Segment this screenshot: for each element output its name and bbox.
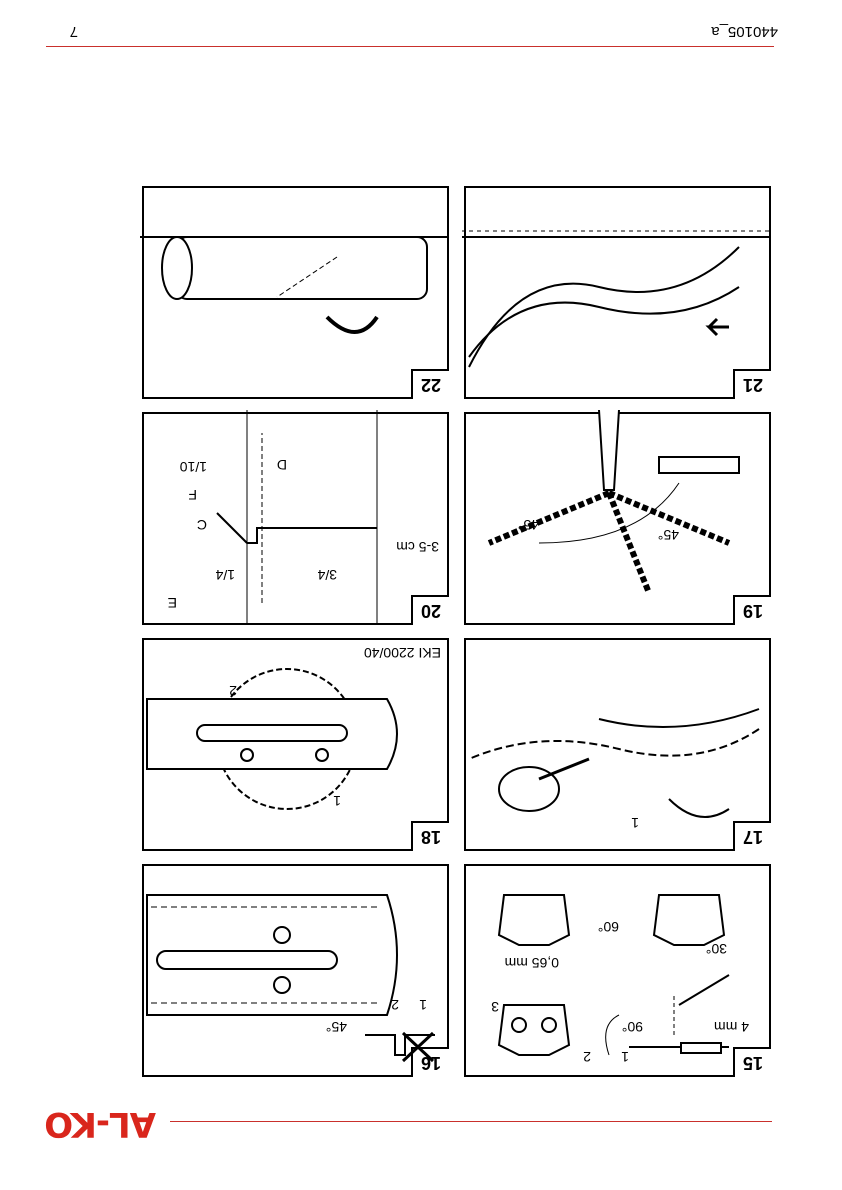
footer-rule [46, 46, 774, 47]
figure-19: 19 45° 45° [464, 410, 771, 625]
figure-22: 22 [140, 186, 449, 399]
doc-code: 440105_a [711, 23, 778, 40]
sprocket-icon [146, 668, 398, 810]
fig20-label-3-4: 3/4 [317, 567, 337, 583]
alko-logo: AL-KO [45, 1104, 156, 1144]
arrow-icon [705, 317, 729, 337]
fig20-label-E: E [167, 595, 177, 611]
fig16-callout-1: 1 [419, 997, 427, 1013]
log-icon [462, 230, 769, 368]
figure-17: 17 1 [464, 638, 771, 851]
fig15-label-90deg: 90° [621, 1019, 643, 1035]
fig15-label-4mm: 4 mm [714, 1019, 749, 1035]
fig15-label-60deg: 60° [597, 919, 619, 935]
fig19-angle-right: 45° [517, 517, 539, 533]
figure-20: 20 3-5 cm 3/4 1/4 1/10 C D E F [142, 410, 449, 625]
fig15-callout-2: 2 [583, 1049, 591, 1065]
figure-16: 16 1 2 45° [142, 864, 449, 1077]
log-icon [140, 236, 447, 334]
header-rule [170, 1121, 772, 1122]
fig15-callout-3: 3 [491, 999, 499, 1015]
figure-21: 21 [462, 186, 771, 399]
fig18-callout-1: 1 [333, 793, 341, 809]
fig20-label-F: F [188, 487, 197, 503]
cut-diagram-icon [216, 410, 378, 623]
tree-icon [487, 410, 740, 595]
fig20-label-C: C [196, 517, 207, 533]
fig15-label-30deg: 30° [705, 941, 727, 957]
fig15-label-065mm: 0,65 mm [504, 955, 559, 971]
fig20-label-1-10: 1/10 [179, 459, 207, 475]
figure-15: 15 4 mm 30° 90° 60° 0,65 mm 1 2 3 [464, 864, 771, 1077]
fig16-label-45deg: 45° [325, 1019, 347, 1035]
fig20-label-D: D [276, 457, 287, 473]
fig18-model: EKI 2200/40 [363, 645, 441, 661]
fig20-label-1-4: 1/4 [215, 567, 235, 583]
fig16-callout-2: 2 [391, 997, 399, 1013]
fig17-callout-1: 1 [631, 815, 639, 831]
fig19-angle-left: 45° [657, 527, 679, 543]
page-number: 7 [69, 23, 78, 40]
figure-18: 18 EKI 2200/40 1 2 [142, 638, 449, 851]
bar-icon [146, 894, 435, 1063]
file-icon [497, 894, 730, 1056]
chain-icon [468, 708, 760, 818]
fig15-callout-1: 1 [621, 1049, 629, 1065]
fig20-label-3-5cm: 3-5 cm [396, 539, 439, 555]
fig18-callout-2: 2 [229, 683, 237, 699]
